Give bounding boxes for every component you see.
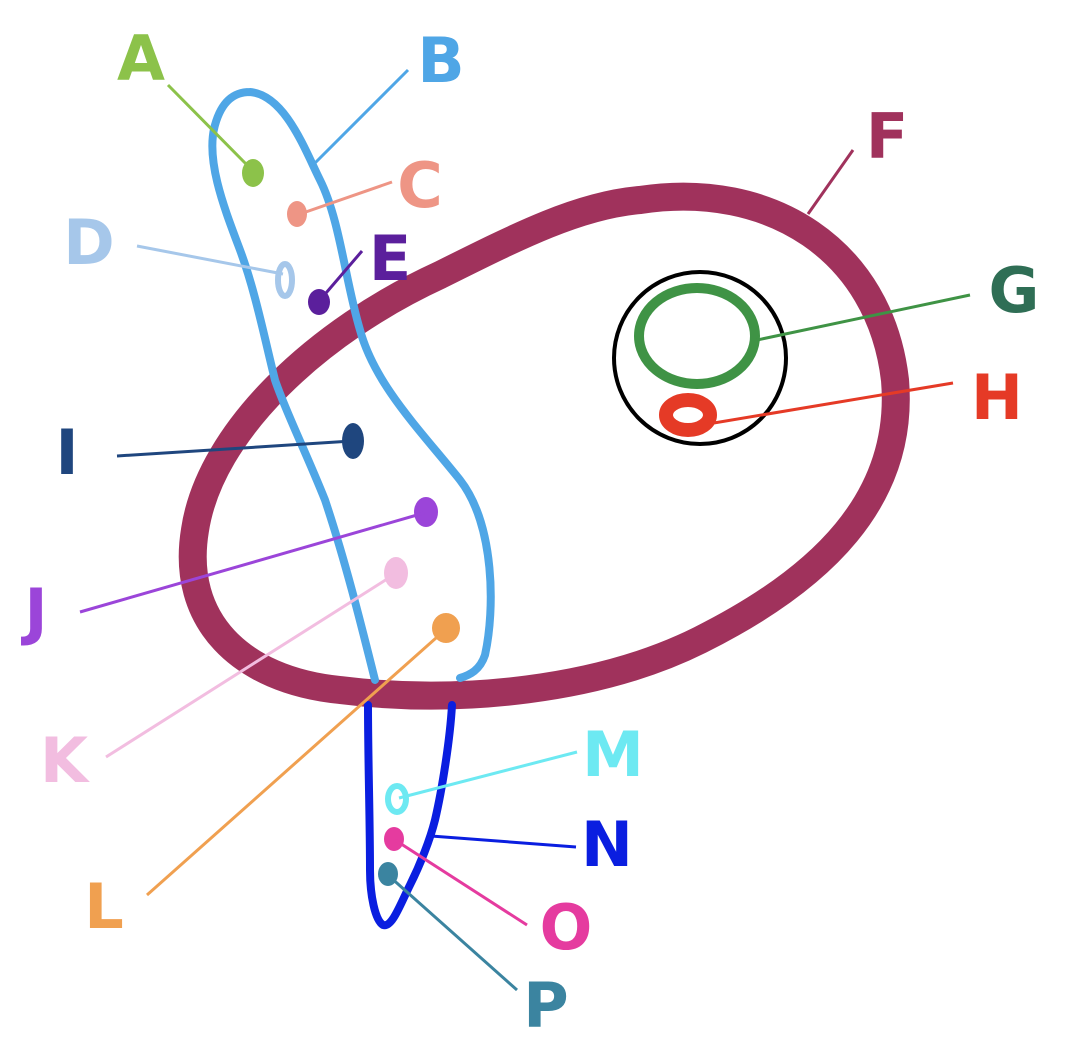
cell-membrane [178,182,910,710]
label-n: N [581,808,633,881]
label-o: O [540,891,593,964]
label-c: C [397,149,443,222]
leader-f [806,149,855,215]
lower-process [364,701,456,930]
leader-p [388,874,518,992]
leader-n [430,834,577,849]
label-m: M [582,718,644,791]
leader-l [146,628,446,897]
dot-o [384,827,404,851]
dot-m [385,783,409,815]
leader-m [398,750,578,800]
label-f: F [866,100,908,173]
leader-o [394,838,528,927]
label-h: H [971,361,1023,434]
dot-i [342,423,364,459]
leader-i [116,439,353,458]
label-g: G [989,254,1040,327]
leader-k [105,572,396,759]
nuclear-envelope [612,270,788,446]
dot-d [275,261,295,299]
label-p: P [523,969,568,1042]
leader-e [318,250,364,301]
label-d: D [63,206,114,279]
leader-c [299,180,393,216]
dot-j [414,497,438,527]
leader-b [311,68,410,167]
label-k: K [40,724,90,797]
dot-c [287,201,307,227]
inner-ring [634,283,760,389]
leader-g [756,293,971,342]
label-b: B [417,24,464,97]
nucleolus-dot [659,393,717,437]
label-j: J [20,575,47,648]
label-i: I [55,416,78,489]
leader-j [79,511,425,614]
label-a: A [117,22,165,95]
label-e: E [369,222,411,295]
dot-k [384,557,408,589]
leader-h [689,381,954,429]
outer-process-outline [208,88,495,684]
leader-d [136,244,284,276]
leader-a [166,83,252,170]
label-l: L [84,870,124,943]
